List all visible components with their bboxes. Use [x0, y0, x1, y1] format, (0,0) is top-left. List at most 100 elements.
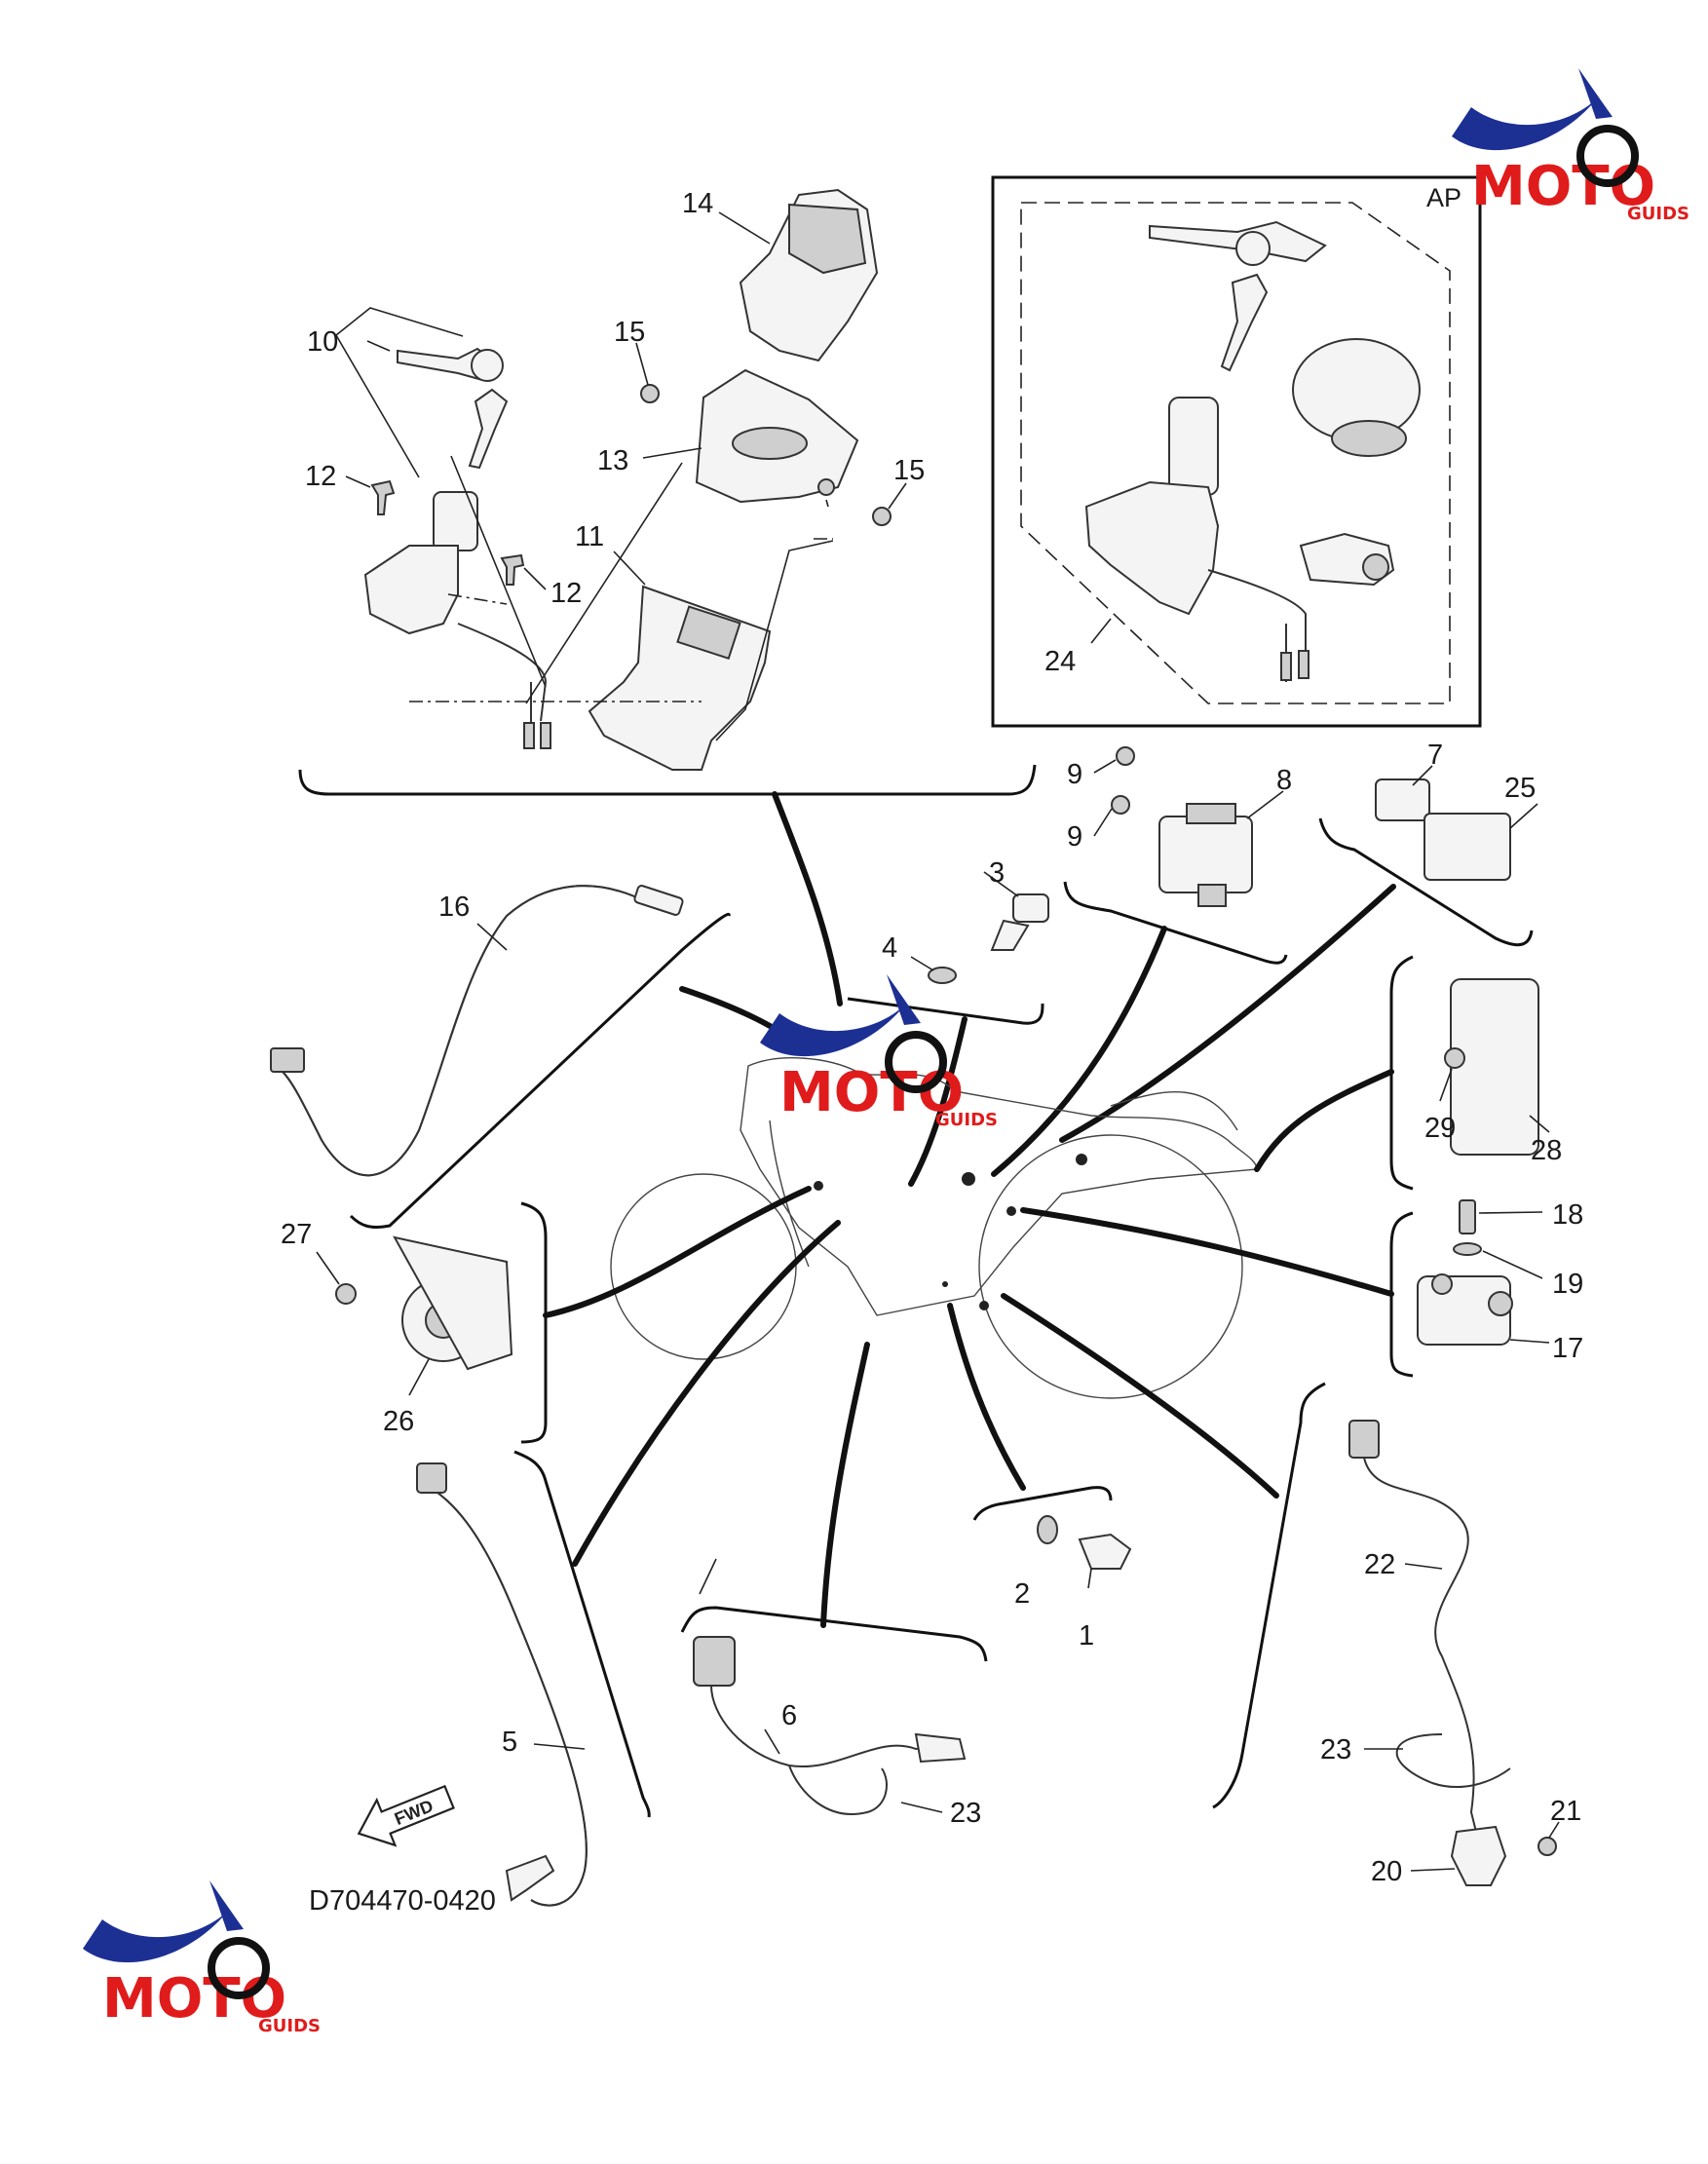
screw-9a: [1116, 746, 1135, 766]
screw-21: [1537, 1837, 1557, 1856]
fwd-arrow: FWD: [357, 1784, 455, 1847]
bracket-26: [520, 1201, 548, 1444]
part-3-4-group: [847, 893, 1049, 1187]
cable-5-connector: [416, 1462, 447, 1494]
lead-3: [983, 871, 1019, 897]
cable-16-plug: [633, 885, 684, 916]
bolt-15a: [640, 384, 660, 403]
callout-23a: 23: [950, 1798, 981, 1829]
dot-f: [942, 1281, 948, 1287]
lead-12b: [523, 567, 547, 590]
callout-15b: 15: [893, 455, 925, 486]
leader-1-2: [947, 1303, 1026, 1491]
ap-box-dashed: [1020, 202, 1451, 704]
callout-28: 28: [1531, 1135, 1562, 1166]
lead-5: [533, 1743, 586, 1750]
seat-lock-cyl: [1362, 553, 1389, 581]
washer-2: [1037, 1515, 1058, 1544]
front-wheel: [610, 1173, 797, 1360]
callout-21: 21: [1550, 1796, 1581, 1827]
sensor-5: [505, 1854, 555, 1902]
callout-13: 13: [597, 445, 628, 476]
logo-swoosh: [83, 1910, 229, 1963]
harness-22: [1363, 1457, 1477, 1833]
callout-17: 17: [1552, 1333, 1583, 1364]
lead-16: [476, 923, 508, 951]
callout-numbers: 1 2 3 4 5 6 7 8 9 9 10 11 12 12 13 14 15…: [281, 188, 1583, 1887]
logo-brand: MOTO: [102, 1967, 286, 2031]
callout-9b: 9: [1067, 821, 1082, 853]
callout-1: 1: [1079, 1620, 1094, 1651]
ap-box-group: [991, 175, 1482, 728]
bracket-3-4: [847, 997, 1044, 1025]
lead-26: [408, 1358, 430, 1396]
callout-20: 20: [1371, 1856, 1402, 1887]
logo-swoosh-tip: [1578, 68, 1613, 119]
cable-5: [428, 1485, 588, 1907]
cable-16: [282, 885, 644, 1177]
bracket-28: [1389, 955, 1414, 1191]
callout-29: 29: [1424, 1113, 1456, 1144]
ignition-switch-base: [363, 545, 459, 635]
lead-20: [1410, 1868, 1456, 1872]
logo-gear: [1576, 125, 1639, 187]
rear-fender: [1110, 1091, 1238, 1131]
callout-3: 3: [989, 857, 1005, 889]
lead-7: [1412, 765, 1433, 786]
lead-23a: [900, 1802, 943, 1813]
cover-11-slot: [676, 605, 741, 660]
screw-9b: [1111, 795, 1130, 815]
logo-gear: [885, 1031, 947, 1093]
washer-19: [1453, 1242, 1482, 1256]
callout-6: 6: [781, 1700, 797, 1731]
horn-26-bracket: [393, 1235, 513, 1371]
callout-leaders: [316, 211, 1560, 1872]
front-fork: [769, 1120, 810, 1268]
lead-22: [1404, 1563, 1443, 1570]
logo-suffix: GUIDS: [1627, 204, 1689, 224]
bracket-16: [349, 912, 731, 1230]
part-6-group: [680, 1342, 988, 1815]
part-8-9-group: [991, 746, 1288, 1177]
lead-10: [366, 340, 391, 352]
callout-24: 24: [1044, 646, 1076, 677]
bolt-27: [335, 1283, 357, 1305]
logo-swoosh-tip: [209, 1880, 244, 1931]
ap-connector-a: [1280, 652, 1292, 681]
watermark-logo-bottom: MOTO GUIDS: [83, 1880, 321, 2036]
ignition-assembly-group: [335, 188, 892, 771]
dot-d: [979, 1301, 989, 1310]
logo-suffix: GUIDS: [258, 2016, 321, 2036]
relay-8: [1158, 816, 1253, 893]
callout-27: 27: [281, 1219, 312, 1250]
bracket-7-25: [1318, 817, 1534, 947]
leader-7-25: [1059, 884, 1396, 1143]
relay-8-top: [1186, 803, 1236, 824]
callout-11: 11: [575, 521, 604, 552]
bracket-8: [1063, 881, 1288, 965]
lead-27: [316, 1251, 340, 1285]
lead-9b: [1093, 808, 1113, 837]
cable-5-inner: [428, 1485, 588, 1907]
ap-connector-b: [1298, 650, 1309, 679]
leader-6: [820, 1342, 870, 1628]
logo-brand: MOTO: [779, 1061, 964, 1124]
dot-c: [1006, 1206, 1016, 1216]
ignition-switch: [433, 491, 478, 551]
callout-12a: 12: [305, 461, 336, 492]
lead-24: [1090, 618, 1112, 644]
callout-14: 14: [682, 188, 713, 219]
dashdot-lines: [409, 538, 833, 702]
cover-14-rim: [788, 203, 867, 275]
relay-8-plug: [1197, 884, 1227, 907]
callout-2: 2: [1014, 1578, 1030, 1610]
cable-6: [710, 1685, 956, 1768]
lead-19: [1482, 1250, 1543, 1279]
leader-20: [1001, 1293, 1279, 1499]
callout-12b: 12: [550, 578, 582, 609]
cover-13-hole: [732, 427, 808, 460]
screw-12b: [500, 553, 525, 586]
lead-9a: [1093, 759, 1117, 774]
logo-suffix: GUIDS: [935, 1110, 998, 1130]
callout-25: 25: [1504, 773, 1536, 804]
